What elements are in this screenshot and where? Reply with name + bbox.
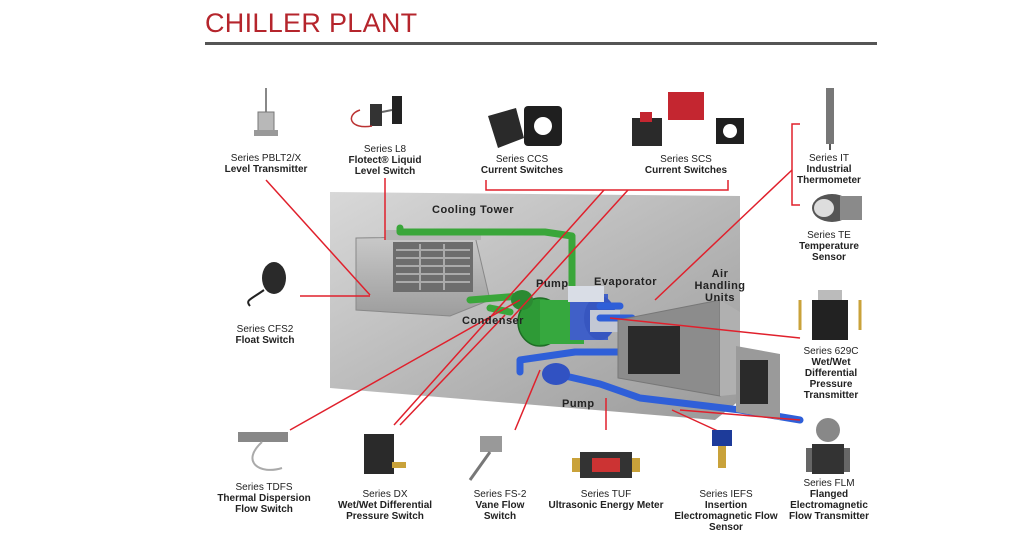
air-handling-units [617, 299, 780, 420]
product-series: Series SCS [660, 154, 712, 165]
product-label-l8: Series L8 Flotect® Liquid Level Switch [340, 144, 430, 177]
product-series: Series FS-2 [473, 489, 527, 500]
product-label-scs: Series SCS Current Switches [636, 154, 736, 176]
product-series: Series IT [808, 153, 849, 164]
evaporator-label: Evaporator [594, 276, 658, 288]
product-series: Series FLM [803, 478, 855, 489]
product-series: Series TUF [580, 489, 632, 500]
iefs-device-icon [712, 430, 732, 468]
product-name: Temperature Sensor [799, 241, 859, 263]
tdfs-device-icon [238, 432, 288, 471]
scs-device-icon [632, 92, 744, 146]
flm-device-icon [806, 418, 850, 474]
product-name: Flanged Electromagnetic Flow Transmitter [788, 489, 869, 522]
product-label-fs2: Series FS-2 Vane Flow Switch [460, 489, 540, 522]
page-title: CHILLER PLANT [205, 8, 418, 38]
pblt2x-device-icon [254, 88, 278, 136]
te-device-icon [812, 194, 862, 222]
product-label-cfs2: Series CFS2 Float Switch [226, 324, 304, 346]
air-handling-label: Air Handling Units [694, 268, 746, 304]
cfs2-device-icon [247, 262, 286, 307]
product-series: Series TE [807, 230, 851, 241]
product-label-dx: Series DX Wet/Wet Differential Pressure … [330, 489, 440, 522]
product-label-ccs: Series CCS Current Switches [472, 154, 572, 176]
product-label-iefs: Series IEFS Insertion Electromagnetic Fl… [670, 489, 782, 533]
product-name: Wet/Wet Differential Pressure Switch [337, 500, 433, 522]
tuf-device-icon [572, 452, 640, 478]
cooling-tower [355, 230, 491, 317]
leader-lines [265, 123, 801, 433]
product-label-tuf: Series TUF Ultrasonic Energy Meter [548, 489, 664, 511]
product-name: Current Switches [644, 165, 728, 176]
product-label-629c: Series 629C Wet/Wet Differential Pressur… [796, 346, 866, 401]
product-name: Float Switch [235, 335, 295, 346]
product-series: Series IEFS [699, 489, 753, 500]
product-label-pblt2x: Series PBLT2/X Level Transmitter [216, 153, 316, 175]
629c-device-icon [798, 290, 862, 340]
bottom-pump [542, 363, 570, 385]
product-series: Series L8 [363, 144, 407, 155]
product-name: Flotect® Liquid Level Switch [348, 155, 422, 177]
fs2-device-icon [468, 436, 502, 481]
dx-device-icon [364, 434, 406, 474]
l8-device-icon [350, 96, 402, 128]
product-series: Series PBLT2/X [230, 153, 302, 164]
product-series: Series 629C [803, 346, 859, 357]
product-name: Wet/Wet Differential Pressure Transmitte… [803, 357, 859, 401]
product-name: Current Switches [480, 165, 564, 176]
product-label-tdfs: Series TDFS Thermal Dispersion Flow Swit… [212, 482, 316, 515]
product-series: Series DX [362, 489, 408, 500]
product-label-te: Series TE Temperature Sensor [794, 230, 864, 263]
product-label-it: Series IT Industrial Thermometer [794, 153, 864, 186]
product-series: Series TDFS [235, 482, 293, 493]
product-name: Ultrasonic Energy Meter [548, 500, 664, 511]
product-series: Series CFS2 [236, 324, 294, 335]
condenser-label: Condenser [462, 315, 524, 327]
pump-label-top: Pump [536, 278, 569, 290]
product-name: Insertion Electromagnetic Flow Sensor [674, 500, 778, 533]
it-device-icon [826, 88, 834, 150]
product-series: Series CCS [495, 154, 549, 165]
ccs-device-icon [488, 106, 562, 148]
cooling-tower-label: Cooling Tower [432, 204, 515, 216]
product-name: Industrial Thermometer [797, 164, 861, 186]
title-divider [205, 42, 877, 45]
product-label-flm: Series FLM Flanged Electromagnetic Flow … [786, 478, 872, 522]
pump-label-bottom: Pump [562, 398, 595, 410]
product-name: Level Transmitter [224, 164, 308, 175]
product-name: Thermal Dispersion Flow Switch [217, 493, 311, 515]
product-name: Vane Flow Switch [475, 500, 525, 522]
